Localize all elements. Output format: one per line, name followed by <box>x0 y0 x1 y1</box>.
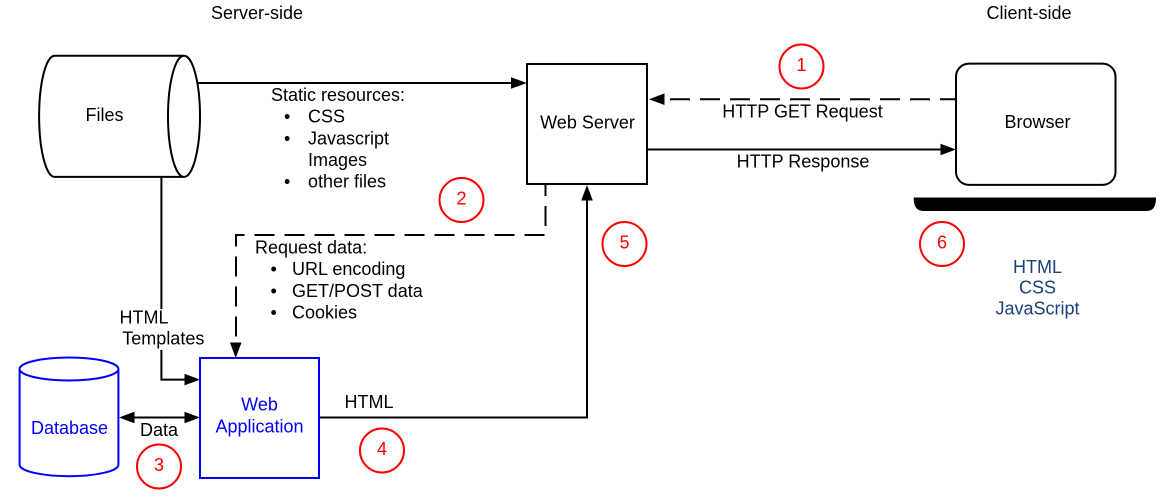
svg-text:6: 6 <box>937 232 947 252</box>
svg-text:HTML: HTML <box>1013 257 1062 277</box>
svg-text:Server-side: Server-side <box>211 3 303 23</box>
svg-text:Database: Database <box>31 418 108 438</box>
svg-text:HTML: HTML <box>120 307 169 327</box>
svg-text:Files: Files <box>85 105 123 125</box>
svg-text:3: 3 <box>154 455 164 475</box>
svg-text:4: 4 <box>377 439 387 459</box>
svg-text:HTTP GET Request: HTTP GET Request <box>722 101 882 121</box>
svg-text:•: • <box>284 128 290 148</box>
svg-text:Client-side: Client-side <box>986 3 1071 23</box>
svg-text:Browser: Browser <box>1004 112 1070 132</box>
svg-text:Static resources:: Static resources: <box>271 85 405 105</box>
svg-text:•: • <box>271 259 277 279</box>
svg-text:Web: Web <box>241 395 278 415</box>
svg-text:CSS: CSS <box>1019 278 1056 298</box>
svg-text:5: 5 <box>619 232 629 252</box>
svg-text:•: • <box>271 281 277 301</box>
svg-text:Web Server: Web Server <box>540 113 635 133</box>
svg-text:•: • <box>271 302 277 322</box>
svg-text:JavaScript: JavaScript <box>995 298 1079 318</box>
svg-text:•: • <box>284 172 290 192</box>
svg-text:•: • <box>284 107 290 127</box>
svg-text:Data: Data <box>140 420 179 440</box>
svg-text:Templates: Templates <box>122 329 204 349</box>
svg-text:HTTP Response: HTTP Response <box>737 152 870 172</box>
svg-text:Javascript: Javascript <box>308 128 389 148</box>
svg-text:Request data:: Request data: <box>255 238 367 258</box>
svg-text:HTML: HTML <box>345 392 394 412</box>
svg-text:Application: Application <box>215 417 303 437</box>
svg-text:URL encoding: URL encoding <box>292 259 405 279</box>
svg-text:Cookies: Cookies <box>292 302 357 322</box>
svg-text:GET/POST data: GET/POST data <box>292 281 424 301</box>
svg-text:Images: Images <box>308 150 367 170</box>
svg-text:other files: other files <box>308 172 386 192</box>
svg-text:2: 2 <box>456 188 466 208</box>
svg-text:CSS: CSS <box>308 107 345 127</box>
svg-text:1: 1 <box>796 55 806 75</box>
